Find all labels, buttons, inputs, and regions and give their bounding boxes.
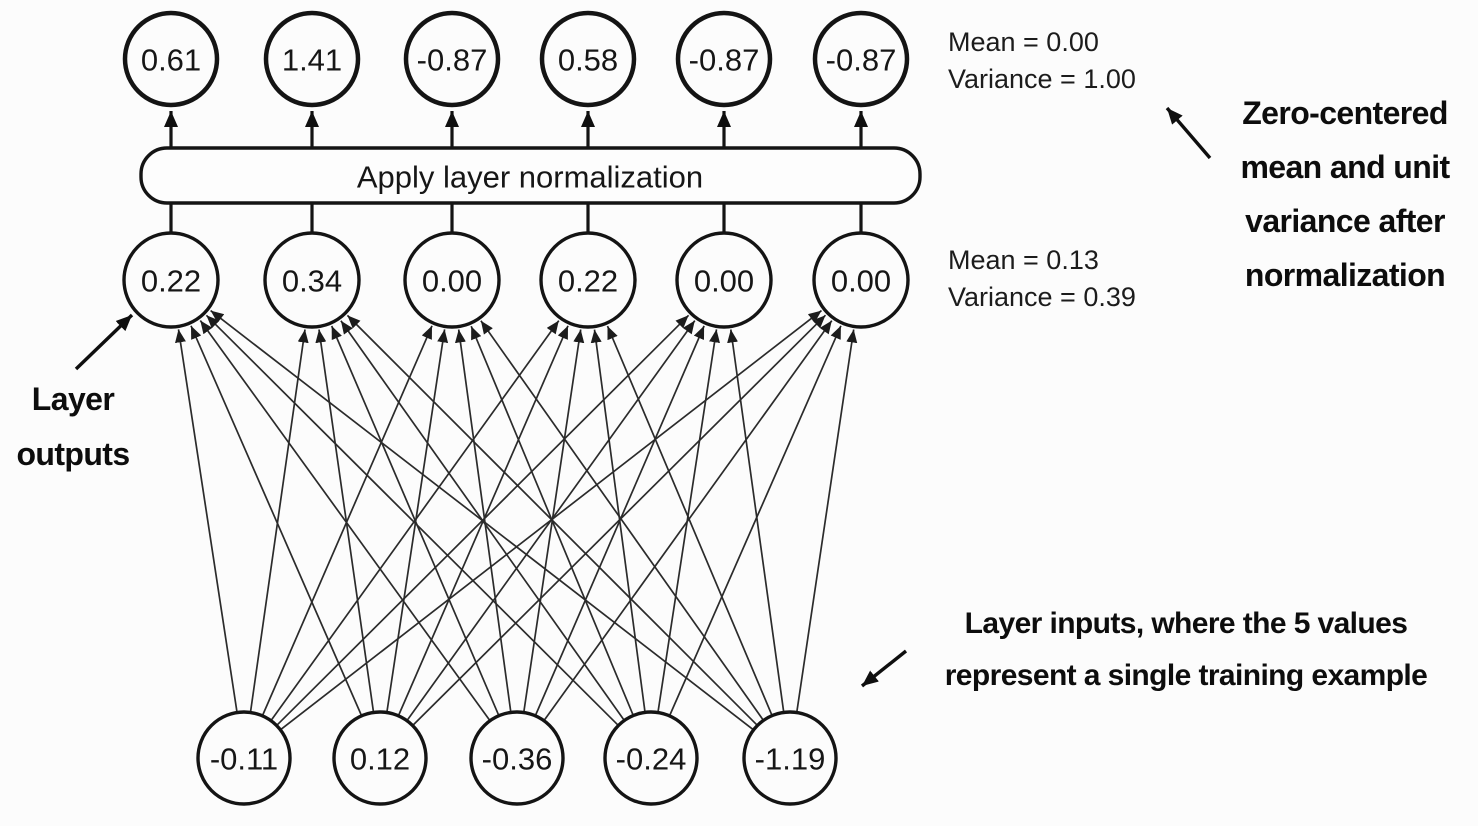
connection-line [455,329,512,712]
connection-line [657,329,720,712]
connection-line [330,325,500,716]
normalized-output-node [263,10,361,108]
layer-output-node [403,231,501,329]
connection-line [175,329,238,712]
normalized-output-node [812,10,910,108]
connection-line [480,320,764,721]
stats-after-normalization: Mean = 0.00 Variance = 1.00 [948,24,1136,98]
layer-input-node [332,710,428,806]
connection-line [210,309,754,730]
normalized-output-node [122,10,220,108]
layer-output-value: 0.00 [422,264,482,299]
zero-centered-note: Zero-centered mean and unit variance aft… [1225,86,1465,302]
layer-output-node [122,231,220,329]
normalized-output-value: -0.87 [417,43,488,78]
normalized-output-node [539,10,637,108]
layer-output-node [539,231,637,329]
normalized-output-value: 0.61 [141,43,201,78]
zero-centered-note-line: mean and unit [1240,149,1450,185]
variance-after-label: Variance = 1.00 [948,64,1136,94]
output-to-box-links [169,204,863,234]
mean-before-label: Mean = 0.13 [948,245,1099,275]
bottom-note-arrow-icon [860,649,908,688]
layer-outputs-note-line: Layer [31,381,115,417]
normalized-output-value: 1.41 [282,43,342,78]
layer-inputs-note-line: represent a single training example [944,659,1428,692]
normalized-output-node [403,10,501,108]
layer-input-node [742,710,838,806]
zero-centered-note-line: normalization [1244,257,1446,293]
left-note-arrow-icon [74,313,134,371]
normalized-output-value: -0.87 [826,43,897,78]
layer-output-node [675,231,773,329]
connection-line [315,329,375,712]
stats-before-normalization: Mean = 0.13 Variance = 0.39 [948,242,1136,316]
layer-output-value: 0.00 [831,264,891,299]
layer-input-value: -0.11 [210,742,278,777]
connection-line [199,320,491,721]
box-to-normalized-arrows [164,111,868,148]
layer-input-value: -0.24 [616,742,687,777]
layer-input-value: -1.19 [755,742,826,777]
connection-line [727,329,785,712]
layer-outputs-note: Layer outputs [5,372,141,482]
connection-line [262,325,433,716]
mean-after-label: Mean = 0.00 [948,27,1099,57]
connection-line [669,325,842,716]
connection-line [346,314,758,726]
connection-line [190,325,362,716]
layer-input-value: 0.12 [350,742,410,777]
layer-input-node [603,710,699,806]
nodes: 0.61 1.41 -0.87 0.58 -0.87 -0.87 0.22 0.34 0.00 0… [122,10,910,806]
layer-output-value: 0.22 [141,264,201,299]
normalized-output-value: 0.58 [558,43,618,78]
normalized-output-value: -0.87 [689,43,760,78]
layer-inputs-note: Layer inputs, where the 5 values represe… [925,598,1447,702]
layer-inputs-note-line: Layer inputs, where the 5 values [964,607,1408,640]
connection-line [249,329,309,712]
layer-output-value: 0.22 [558,264,618,299]
variance-before-label: Variance = 0.39 [948,282,1136,312]
normalized-output-node [675,10,773,108]
layer-input-value: -0.36 [482,742,553,777]
connection-line [205,314,619,726]
layer-output-value: 0.00 [694,264,754,299]
normalization-box: Apply layer normalization [139,146,922,205]
layer-outputs-note-line: outputs [16,436,130,472]
connection-line [590,329,646,712]
zero-centered-note-line: Zero-centered [1242,95,1448,131]
normalization-box-rect [139,146,922,205]
layer-output-node [812,231,910,329]
input-to-output-connections [175,309,858,730]
zero-centered-note-line: variance after [1245,203,1445,239]
layer-output-value: 0.34 [282,264,342,299]
layer-input-node [196,710,292,806]
connection-line [606,325,773,716]
layer-input-node [469,710,565,806]
connection-line [796,329,858,712]
normalization-box-label: Apply layer normalization [357,160,703,195]
layer-output-node [263,231,361,329]
right-note-arrow-icon [1165,106,1212,160]
